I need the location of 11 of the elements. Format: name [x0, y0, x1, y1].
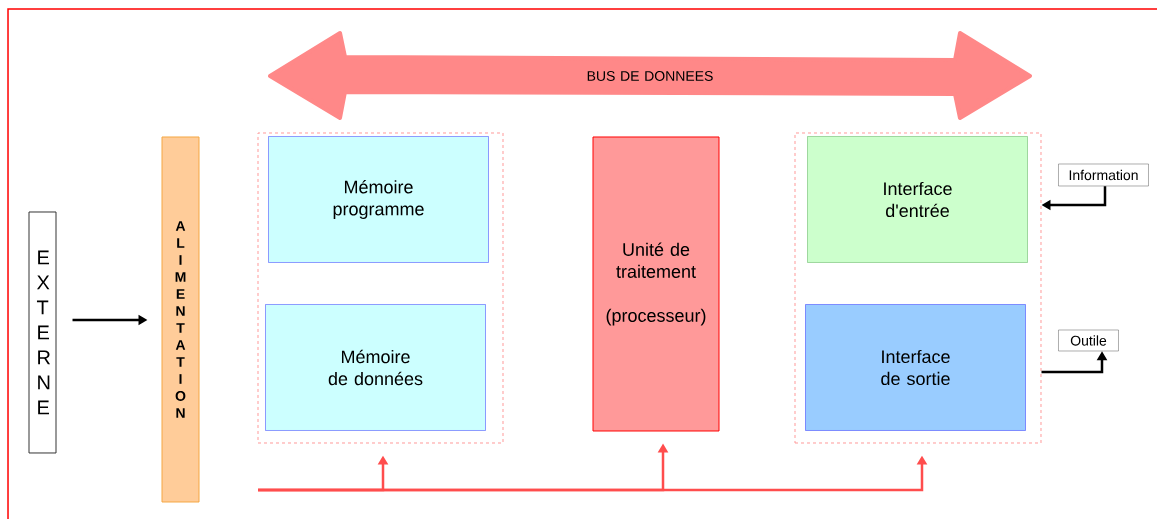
interface-box: Interface d'entrée [807, 136, 1028, 263]
dashed-group [257, 132, 504, 444]
signal-label: Outile [1058, 329, 1119, 352]
memory-box: Mémoire de données [265, 304, 486, 431]
text-bar: E X T E R N E [28, 211, 57, 454]
power-bar: A L I M E N T A T I O N [161, 136, 200, 503]
interface-box: Interface de sortie [805, 304, 1026, 431]
memory-box: Mémoire programme [268, 136, 489, 263]
processor-box: Unité de traitement (processeur) [592, 136, 720, 432]
dashed-group [794, 132, 1042, 444]
signal-label: Information [1058, 163, 1149, 187]
